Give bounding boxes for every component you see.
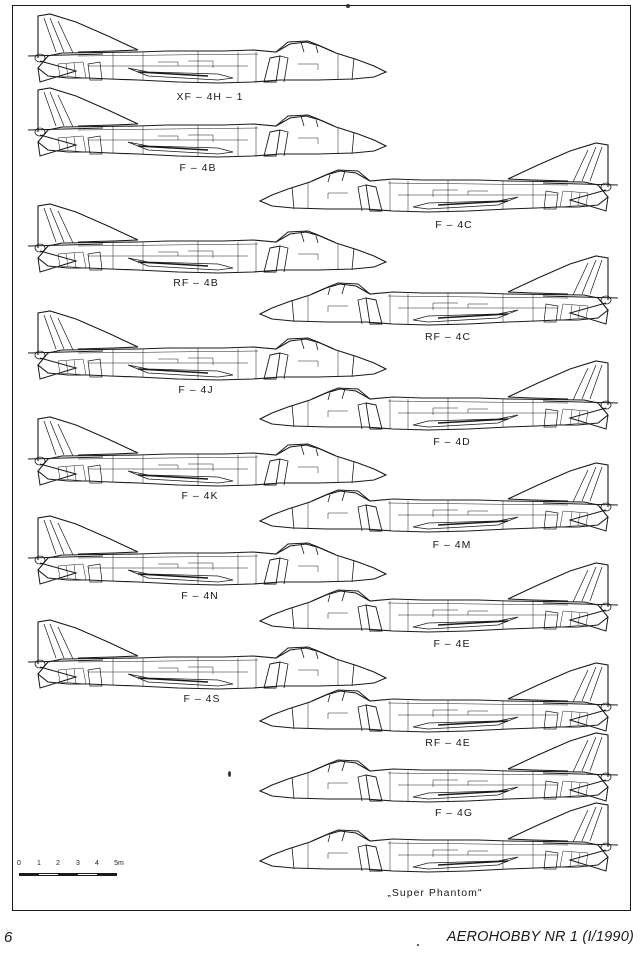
aircraft-label: F – 4D [433, 436, 471, 448]
aircraft-label: F – 4B [179, 162, 217, 174]
page-number: 6 [4, 929, 13, 946]
aircraft-label: F – 4M [432, 539, 472, 551]
aircraft-label: F – 4K [181, 490, 219, 502]
aircraft-label: „Super Phantom" [387, 887, 483, 899]
aircraft-label: RF – 4E [425, 737, 471, 749]
print-speck [417, 944, 419, 946]
print-speck [346, 4, 350, 8]
publication-title: AEROHOBBY NR 1 (I/1990) [446, 929, 634, 945]
scale-tick-1: 1 [37, 860, 41, 867]
aircraft-label: RF – 4B [173, 277, 219, 289]
scale-tick-3: 3 [76, 860, 80, 867]
aircraft-label: F – 4S [183, 693, 221, 705]
drawing-frame [12, 5, 631, 911]
aircraft-drawing-icon [259, 802, 619, 873]
scale-tick-4: 4 [95, 860, 99, 867]
scale-segment [19, 873, 39, 876]
aircraft-label: F – 4E [433, 638, 471, 650]
scale-segment [39, 873, 58, 876]
aircraft-label: F – 4J [178, 384, 214, 396]
scale-tick-2: 2 [56, 860, 60, 867]
aircraft-label: RF – 4C [424, 331, 472, 343]
scale-tick-0: 0 [17, 860, 21, 867]
scale-bar: 0 1 2 3 4 5m [16, 860, 126, 890]
scale-segment [78, 873, 97, 876]
aircraft-label: F – 4N [181, 590, 219, 602]
aircraft-label: XF – 4H – 1 [176, 91, 244, 103]
aircraft-label: F – 4C [435, 219, 473, 231]
scale-segment [97, 873, 117, 876]
print-speck [228, 771, 231, 777]
scale-tick-labels: 0 1 2 3 4 5m [16, 860, 126, 872]
aircraft-label: F – 4G [434, 807, 474, 819]
aircraft-profile [248, 795, 628, 885]
scale-tick-5: 5m [114, 860, 124, 867]
scale-segment [58, 873, 78, 876]
